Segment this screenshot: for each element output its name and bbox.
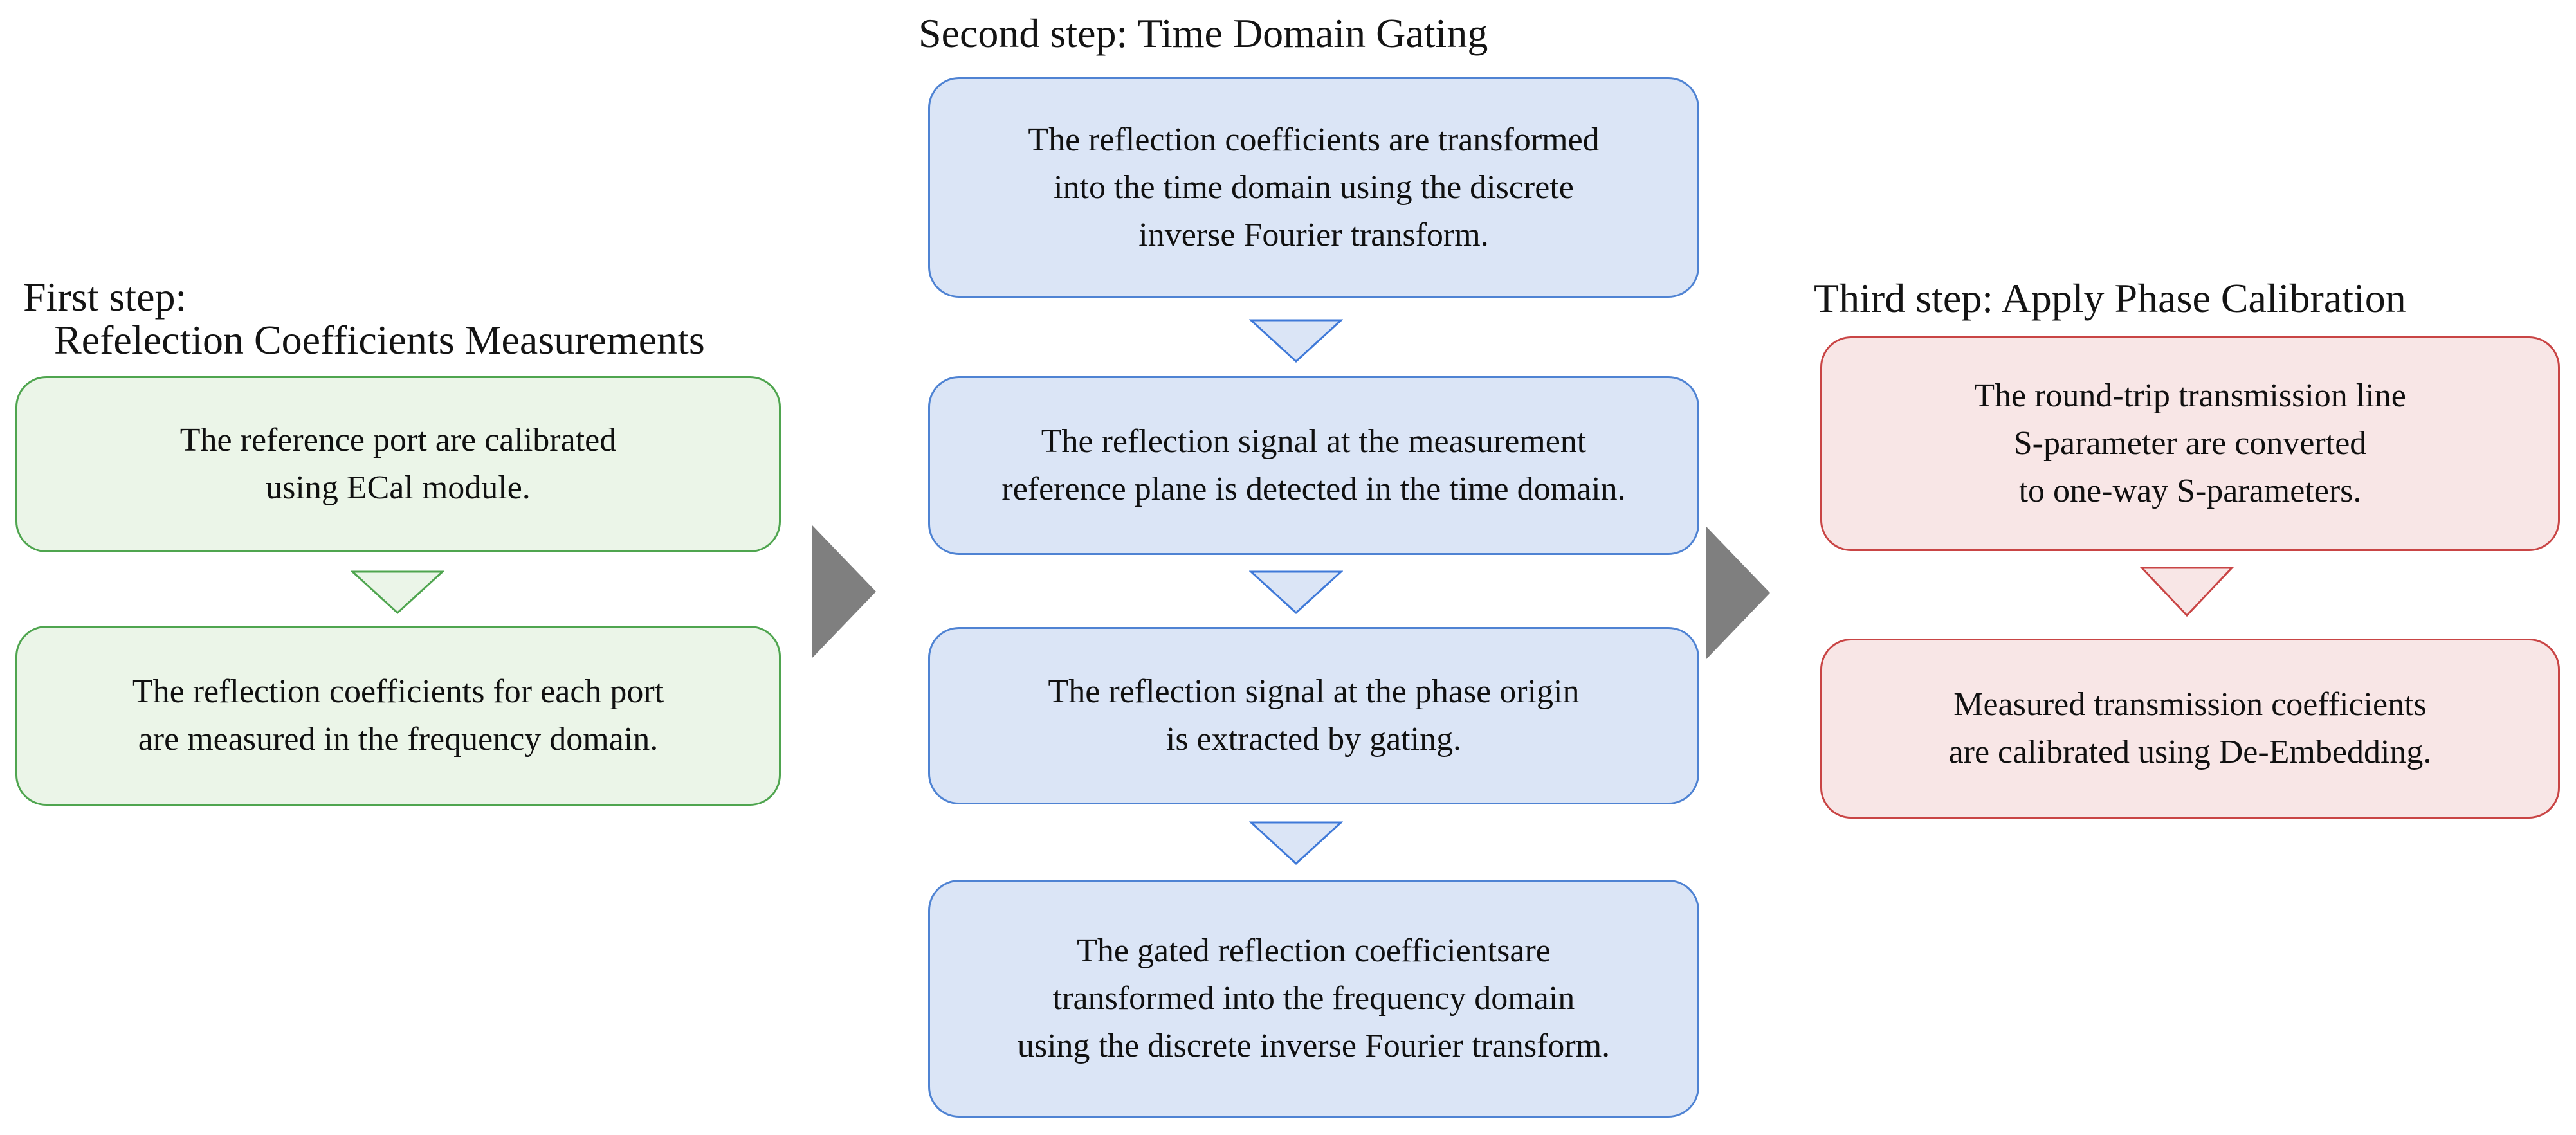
flow-box-text: transformed into the frequency domain xyxy=(1052,980,1575,1017)
flow-box-step2-2: The reflection signal at the measurement… xyxy=(928,376,1699,555)
step2-title: Second step: Time Domain Gating xyxy=(918,12,1488,55)
flow-box-text: The reflection signal at the phase origi… xyxy=(1048,673,1580,710)
flow-box-text: Measured transmission coefficients xyxy=(1953,686,2427,723)
flow-box-text: reference plane is detected in the time … xyxy=(1001,471,1626,507)
down-arrow-icon xyxy=(351,570,444,615)
down-arrow-icon xyxy=(1249,319,1343,363)
flow-box-step2-4: The gated reflection coefficientsare tra… xyxy=(928,880,1699,1118)
step1-title-line1: First step: xyxy=(23,274,187,320)
step1-title-line2: Refelection Coefficients Measurements xyxy=(54,317,705,363)
flow-box-text: is extracted by gating. xyxy=(1165,721,1462,758)
flow-box-text: The round-trip transmission line xyxy=(1974,377,2406,414)
flow-box-step2-3: The reflection signal at the phase origi… xyxy=(928,627,1699,804)
flow-box-text: The reflection coefficients for each por… xyxy=(132,673,664,710)
flow-box-text: The reference port are calibrated xyxy=(179,422,617,459)
flow-box-step3-2: Measured transmission coefficients are c… xyxy=(1820,639,2560,819)
step1-title: First step: Refelection Coefficients Mea… xyxy=(23,275,705,361)
flow-box-text: using the discrete inverse Fourier trans… xyxy=(1017,1028,1611,1064)
step2-title-line1: Second step: Time Domain Gating xyxy=(918,10,1488,56)
flow-box-step3-1: The round-trip transmission line S-param… xyxy=(1820,336,2560,551)
step3-title-line1: Third step: Apply Phase Calibration xyxy=(1814,275,2406,321)
right-arrow-icon xyxy=(1706,526,1770,660)
flow-box-text: The reflection signal at the measurement xyxy=(1041,423,1587,460)
flow-box-step2-1: The reflection coefficients are transfor… xyxy=(928,77,1699,298)
flow-box-text: into the time domain using the discrete xyxy=(1054,168,1574,206)
flow-box-text: inverse Fourier transform. xyxy=(1138,216,1489,253)
flow-box-text: are calibrated using De-Embedding. xyxy=(1948,734,2432,770)
flow-box-text: The reflection coefficients are transfor… xyxy=(1028,121,1600,158)
flow-box-step1-1: The reference port are calibrated using … xyxy=(15,376,781,552)
step3-title: Third step: Apply Phase Calibration xyxy=(1814,277,2406,320)
flow-box-text: are measured in the frequency domain. xyxy=(138,721,659,758)
flow-box-step1-2: The reflection coefficients for each por… xyxy=(15,626,781,806)
right-arrow-icon xyxy=(812,525,876,658)
flow-box-text: The gated reflection coefficientsare xyxy=(1077,932,1551,969)
down-arrow-icon xyxy=(1249,821,1343,866)
flow-box-text: to one-way S-parameters. xyxy=(2018,473,2362,509)
down-arrow-icon xyxy=(1249,570,1343,615)
flow-box-text: using ECal module. xyxy=(266,469,531,506)
down-arrow-icon xyxy=(2140,567,2234,617)
flow-box-text: S-parameter are converted xyxy=(2013,425,2367,462)
